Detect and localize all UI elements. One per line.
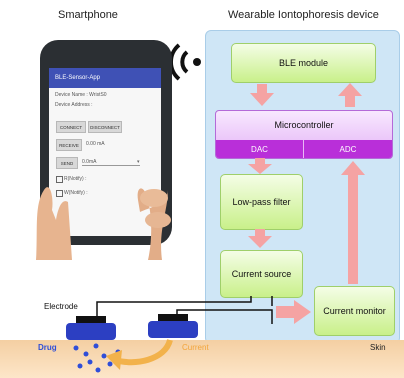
receive-button[interactable]: RECEIVE bbox=[56, 139, 82, 151]
receive-value: 0.00 mA bbox=[86, 141, 105, 147]
low-pass-filter-label: Low-pass filter bbox=[232, 197, 291, 207]
arrow-ble-to-mcu bbox=[250, 93, 274, 106]
device-name-text: Device Name : WristS0 bbox=[55, 92, 107, 98]
arrow-mcu-to-ble bbox=[338, 83, 362, 96]
electrode-label: Electrode bbox=[44, 302, 78, 311]
smartphone-title: Smartphone bbox=[58, 9, 118, 21]
send-input[interactable]: 0.0mA bbox=[82, 159, 140, 166]
notify-write-label: W(Notify) : bbox=[64, 190, 88, 196]
current-source-label: Current source bbox=[231, 269, 292, 279]
adc-block: ADC bbox=[304, 140, 392, 158]
notify-read-checkbox[interactable] bbox=[56, 176, 63, 183]
current-monitor-label: Current monitor bbox=[323, 306, 386, 316]
ble-module-label: BLE module bbox=[278, 58, 329, 68]
current-monitor-block: Current monitor bbox=[314, 286, 395, 336]
send-button[interactable]: SEND bbox=[56, 157, 78, 169]
skin-layer bbox=[0, 340, 404, 378]
microcontroller-block: Microcontroller DAC ADC bbox=[215, 110, 393, 159]
ble-module-block: BLE module bbox=[231, 43, 376, 83]
left-electrode-plate bbox=[76, 316, 106, 324]
dropdown-icon[interactable]: ▾ bbox=[137, 159, 140, 165]
microcontroller-label: Microcontroller bbox=[274, 120, 334, 130]
arrow-dac-to-lpf bbox=[248, 164, 272, 174]
device-address-text: Device Address : bbox=[55, 102, 93, 108]
notify-read-label: R(Notify) : bbox=[64, 176, 87, 182]
app-bar: BLE-Sensor-App bbox=[49, 68, 161, 88]
skin-label: Skin bbox=[370, 343, 386, 352]
connect-button[interactable]: CONNECT bbox=[56, 121, 86, 133]
left-electrode-pad bbox=[66, 323, 116, 340]
arrow-monitor-to-adc bbox=[341, 161, 365, 175]
arrow-lpf-to-current-source bbox=[248, 236, 272, 248]
app-title: BLE-Sensor-App bbox=[55, 75, 101, 81]
device-title: Wearable Iontophoresis device bbox=[228, 9, 379, 21]
low-pass-filter-block: Low-pass filter bbox=[220, 174, 303, 230]
current-arrow-head bbox=[106, 350, 122, 370]
notify-write-checkbox[interactable] bbox=[56, 190, 63, 197]
right-electrode-pad bbox=[148, 321, 198, 338]
current-label: Current bbox=[182, 343, 209, 352]
dac-block: DAC bbox=[216, 140, 304, 158]
right-electrode-plate bbox=[158, 314, 188, 322]
current-source-block: Current source bbox=[220, 250, 303, 298]
disconnect-button[interactable]: DISCONNECT bbox=[88, 121, 122, 133]
hand-image bbox=[36, 187, 171, 260]
drug-label: Drug bbox=[38, 343, 57, 352]
arrow-to-current-monitor bbox=[294, 300, 311, 324]
drug-current-graphic bbox=[73, 338, 173, 373]
